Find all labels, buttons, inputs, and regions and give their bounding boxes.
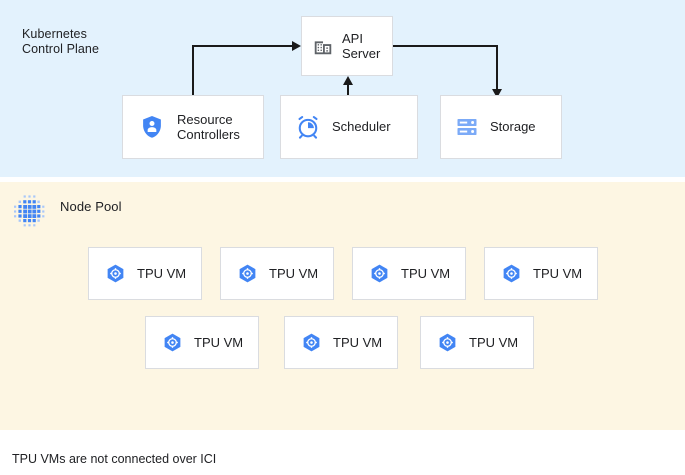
- connector-api-to-storage-vertical: [496, 45, 498, 92]
- diagram-caption: TPU VMs are not connected over ICI: [12, 452, 217, 466]
- hexagon-gear-icon: [162, 332, 183, 353]
- tpu-vm-label: TPU VM: [333, 334, 383, 350]
- connector-rc-to-api-vertical: [192, 46, 194, 96]
- node-resource-controllers[interactable]: Resource Controllers: [122, 95, 264, 159]
- connector-scheduler-to-api-vertical: [347, 84, 349, 97]
- node-scheduler-label: Scheduler: [332, 119, 391, 135]
- arrow-right-icon: [292, 41, 301, 51]
- tpu-vm-label: TPU VM: [469, 334, 519, 350]
- node-pool-panel: [0, 182, 685, 430]
- node-api-server-label: API Server: [342, 30, 381, 62]
- node-resource-controllers-label: Resource Controllers: [177, 111, 240, 143]
- tpu-vm-box[interactable]: TPU VM: [220, 247, 334, 300]
- tpu-vm-box[interactable]: TPU VM: [352, 247, 466, 300]
- hexagon-gear-icon: [437, 332, 458, 353]
- connector-api-to-storage-horizontal: [393, 45, 498, 47]
- control-plane-title: Kubernetes Control Plane: [22, 27, 100, 56]
- hexagon-gear-icon: [501, 263, 522, 284]
- dot-grid-icon: [11, 193, 47, 229]
- hexagon-gear-icon: [369, 263, 390, 284]
- tpu-vm-box[interactable]: TPU VM: [88, 247, 202, 300]
- hexagon-gear-icon: [301, 332, 322, 353]
- node-pool-title: Node Pool: [60, 199, 122, 214]
- hexagon-gear-icon: [237, 263, 258, 284]
- alarm-clock-icon: [295, 114, 321, 140]
- tpu-vm-label: TPU VM: [194, 334, 244, 350]
- tpu-vm-label: TPU VM: [533, 265, 583, 281]
- tpu-vm-label: TPU VM: [401, 265, 451, 281]
- node-storage[interactable]: Storage: [440, 95, 562, 159]
- tpu-vm-box[interactable]: TPU VM: [145, 316, 259, 369]
- node-api-server[interactable]: API Server: [301, 16, 393, 76]
- connector-rc-to-api-horizontal: [192, 45, 294, 47]
- node-scheduler[interactable]: Scheduler: [280, 95, 418, 159]
- server-rack-icon: [455, 115, 479, 139]
- tpu-vm-box[interactable]: TPU VM: [484, 247, 598, 300]
- node-storage-label: Storage: [490, 119, 536, 135]
- arrow-up-icon: [343, 76, 353, 85]
- building-icon: [312, 35, 334, 57]
- tpu-vm-label: TPU VM: [137, 265, 187, 281]
- hexagon-gear-icon: [105, 263, 126, 284]
- tpu-vm-box[interactable]: TPU VM: [420, 316, 534, 369]
- tpu-vm-box[interactable]: TPU VM: [284, 316, 398, 369]
- tpu-vm-label: TPU VM: [269, 265, 319, 281]
- arrow-down-icon: [492, 89, 502, 98]
- shield-person-icon: [139, 114, 165, 140]
